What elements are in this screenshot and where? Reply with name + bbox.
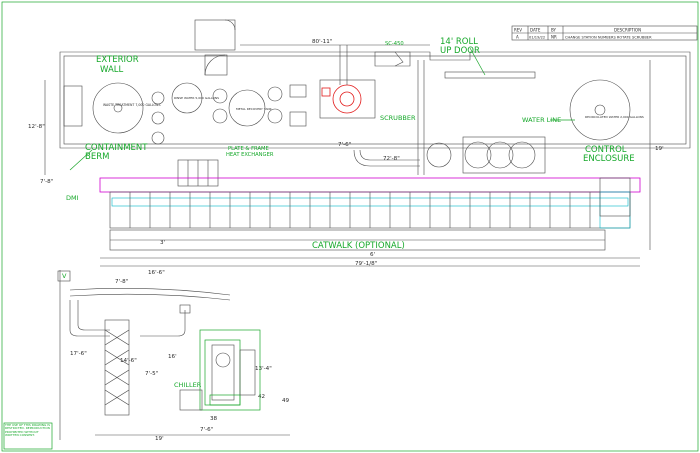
tank-waste-treatment: WASTE TREATMENT 7,000 GALLONS bbox=[92, 82, 160, 134]
label-sc: SC-450 bbox=[385, 41, 404, 47]
tank-metal-recovery: METAL RECOVERY TANK bbox=[228, 89, 273, 127]
dim-left-height: 12'-8" bbox=[28, 124, 45, 130]
title-rev: A bbox=[516, 35, 519, 40]
dim-elev-7-8: 7'-8" bbox=[115, 279, 129, 285]
equipment-frame bbox=[199, 329, 261, 411]
dim-elev-7-6: 7'-6" bbox=[200, 427, 214, 433]
dim-elev-14-6: 14'-6" bbox=[120, 358, 137, 364]
dim-elev-49: 49 bbox=[282, 398, 290, 404]
label-control-enclosure-2: ENCLOSURE bbox=[583, 154, 635, 164]
dim-catwalk-6: 6' bbox=[370, 252, 375, 258]
dim-right-height: 19' bbox=[655, 146, 664, 152]
dim-elev-16-6: 16'-6" bbox=[148, 270, 165, 276]
door-swing bbox=[204, 54, 228, 76]
elevation-view: V 16'-6" 7'-8" 17'-6" 14'-6" 7'-5" 16' 1… bbox=[57, 270, 290, 442]
small-tank-1 bbox=[151, 91, 165, 105]
process-line-top bbox=[99, 177, 641, 193]
label-exterior-wall-1: EXTERIOR bbox=[96, 55, 139, 65]
title-header-rev: REV bbox=[514, 28, 522, 33]
svg-text:WASTE TREATMENT 7,000 GALLONS: WASTE TREATMENT 7,000 GALLONS bbox=[103, 103, 160, 107]
stack-tower bbox=[104, 319, 130, 416]
title-header-by: BY bbox=[551, 28, 557, 33]
title-header-description: DESCRIPTION bbox=[614, 28, 641, 33]
plan-view: 80'-11" 12'-8" 19' EXTERIOR WALL 14' ROL… bbox=[28, 19, 691, 267]
dim-left-7-8: 7'-8" bbox=[40, 179, 54, 185]
scrubber-unit bbox=[319, 45, 376, 119]
label-exterior-wall-2: WALL bbox=[100, 65, 123, 75]
dim-overall-79: 79'-1/8" bbox=[355, 261, 378, 267]
dim-left-3: 3' bbox=[160, 240, 165, 246]
label-roll-door-1: 14' ROLL bbox=[440, 37, 478, 47]
dim-top-width: 80'-11" bbox=[312, 39, 333, 45]
note-text: THE USE OF THIS DRAWING IS RESTRICTED. R… bbox=[5, 424, 51, 438]
dim-elev-17-6: 17'-6" bbox=[70, 351, 87, 357]
title-by: NR bbox=[551, 35, 557, 40]
label-water-line: WATER LINE bbox=[522, 116, 561, 124]
label-chiller: CHILLER bbox=[174, 381, 202, 389]
dim-elev-42: 42 bbox=[258, 394, 265, 400]
exterior-wall-outline bbox=[59, 51, 691, 149]
label-elev-marker: V bbox=[62, 272, 67, 280]
label-scrubber: SCRUBBER bbox=[380, 114, 416, 122]
label-containment-berm-1: CONTAINMENT bbox=[85, 143, 148, 153]
title-header-date: DATE bbox=[530, 28, 541, 33]
label-catwalk: CATWALK (OPTIONAL) bbox=[312, 241, 405, 251]
label-di: DMI bbox=[66, 194, 79, 202]
dim-pipe-72-8: 72'-8" bbox=[383, 156, 400, 162]
roll-up-door bbox=[444, 71, 536, 79]
title-date: 01/19/22 bbox=[529, 36, 545, 40]
dim-pipe-7-6: 7'-6" bbox=[338, 142, 352, 148]
small-tank-3 bbox=[151, 131, 165, 145]
dim-elev-7-5: 7'-5" bbox=[145, 371, 159, 377]
dim-elev-19: 19' bbox=[155, 436, 164, 442]
dim-elev-13: 13'-4" bbox=[255, 366, 272, 372]
dim-elev-16: 16' bbox=[168, 354, 177, 360]
stack-box bbox=[194, 19, 236, 51]
svg-text:METAL RECOVERY TANK: METAL RECOVERY TANK bbox=[236, 107, 273, 111]
note-box: THE USE OF THIS DRAWING IS RESTRICTED. R… bbox=[3, 422, 53, 450]
title-description: CHANGE STATION NUMBERS ROTATE SCRUBBER bbox=[565, 36, 652, 40]
label-roll-door-2: UP DOOR bbox=[440, 46, 480, 56]
tank-recirculated-water: RECIRCULATED WATER 2,000 GALLONS bbox=[569, 79, 644, 141]
dim-elev-38: 38 bbox=[210, 416, 218, 422]
svg-text:RECIRCULATED WATER 2,000 GALLO: RECIRCULATED WATER 2,000 GALLONS bbox=[585, 115, 644, 119]
svg-text:RINSE WATER 5,000 GALLONS: RINSE WATER 5,000 GALLONS bbox=[174, 96, 219, 100]
small-tank-2 bbox=[151, 111, 165, 125]
label-control-enclosure-1: CONTROL bbox=[585, 145, 627, 155]
tank-rinse-water: RINSE WATER 5,000 GALLONS bbox=[171, 82, 219, 114]
label-heat-exchanger-2: HEAT EXCHANGER bbox=[226, 152, 274, 158]
label-containment-berm-2: BERM bbox=[85, 152, 109, 162]
label-heat-exchanger-1: PLATE & FRAME bbox=[228, 146, 269, 152]
title-block: REV DATE BY DESCRIPTION A 01/19/22 NR CH… bbox=[511, 25, 698, 41]
compressor-block bbox=[462, 136, 546, 174]
